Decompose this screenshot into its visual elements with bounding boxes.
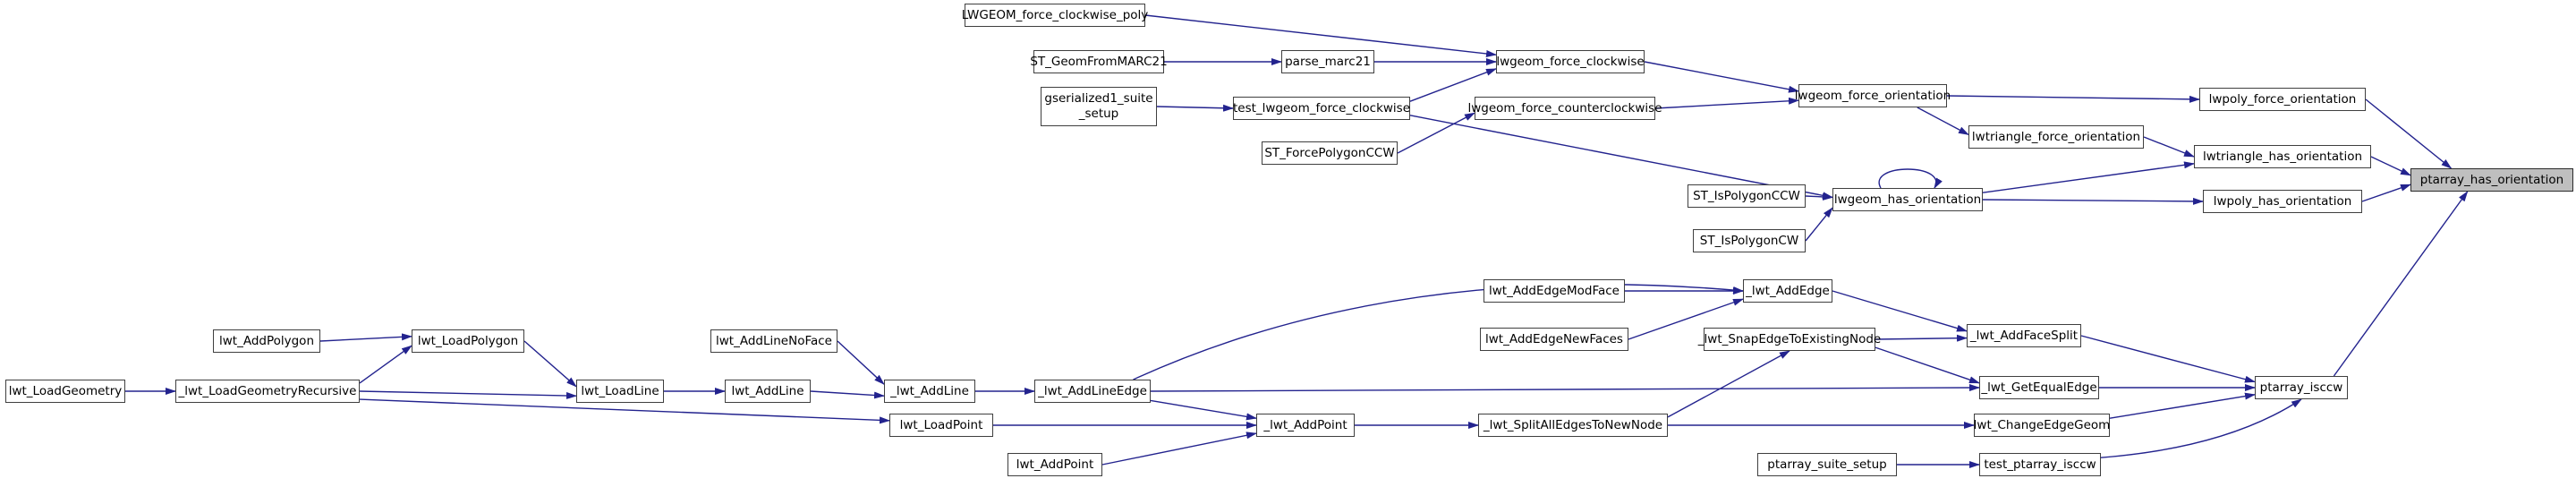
edge-_lwt_SnapEdgeToExistingNode-to-_lwt_GetEqualEdge: [1875, 346, 1980, 384]
edge-lwpoly_has_orientation-to-ptarray_has_orientation: [2361, 184, 2411, 202]
graph-node-lwt_AddPoint[interactable]: lwt_AddPoint: [1007, 453, 1102, 476]
graph-node-lwt_AddEdgeModFace[interactable]: lwt_AddEdgeModFace: [1484, 279, 1625, 303]
edge-lwt_AddPolygon-to-lwt_LoadPolygon: [319, 333, 412, 342]
edge-lwt_LoadPolygon-to-lwt_LoadLine: [523, 340, 577, 388]
edge-lwtriangle_has_orientation-to-ptarray_has_orientation: [2370, 156, 2411, 176]
edge-_lwt_AddLineEdge-to-_lwt_AddEdge: [1133, 284, 1744, 380]
graph-node-lwgeom_force_counterclockwise[interactable]: lwgeom_force_counterclockwise: [1467, 97, 1662, 120]
graph-node-_lwt_AddLineEdge[interactable]: _lwt_AddLineEdge: [1034, 380, 1151, 403]
edge-lwgeom_has_orientation-to-lwgeom_has_orientation: [1878, 168, 1943, 189]
graph-node-lwt_ChangeEdgeGeom[interactable]: lwt_ChangeEdgeGeom: [1974, 414, 2110, 437]
edge-ptarray_isccw-to-ptarray_has_orientation: [2333, 191, 2469, 377]
edge-_lwt_SnapEdgeToExistingNode-to-_lwt_AddFaceSplit: [1875, 334, 1968, 342]
edge-_lwt_AddLineEdge-to-_lwt_AddPoint: [1150, 399, 1257, 421]
edge-lwgeom_force_counterclockwise-to-lwgeom_force_orientation: [1654, 97, 1799, 109]
graph-node-_lwt_AddEdge[interactable]: _lwt_AddEdge: [1743, 279, 1832, 303]
graph-node-lwpoly_force_orientation[interactable]: lwpoly_force_orientation: [2199, 88, 2366, 111]
edge-LWGEOM_force_clockwise_poly-to-lwgeom_force_clockwise: [1144, 14, 1497, 57]
graph-node-ST_IsPolygonCCW[interactable]: ST_IsPolygonCCW: [1688, 184, 1806, 208]
graph-node-LWGEOM_force_clockwise_poly[interactable]: LWGEOM_force_clockwise_poly: [962, 4, 1148, 27]
edge-lwgeom_force_orientation-to-lwpoly_force_orientation: [1946, 95, 2200, 103]
edge-_lwt_AddFaceSplit-to-ptarray_isccw: [2080, 335, 2256, 383]
graph-node-lwtriangle_has_orientation[interactable]: lwtriangle_has_orientation: [2194, 145, 2371, 168]
edge-_lwt_SplitAllEdgesToNewNode-to-_lwt_SnapEdgeToExistingNode: [1667, 350, 1790, 418]
graph-node-lwt_LoadPolygon[interactable]: lwt_LoadPolygon: [412, 329, 524, 353]
graph-node-lwt_LoadPoint[interactable]: lwt_LoadPoint: [889, 414, 993, 437]
edge-lwt_ChangeEdgeGeom-to-ptarray_isccw: [2109, 392, 2256, 419]
graph-node-ST_IsPolygonCW[interactable]: ST_IsPolygonCW: [1693, 229, 1806, 252]
graph-node-lwt_AddLine[interactable]: lwt_AddLine: [725, 380, 811, 403]
edge-lwt_AddLineNoFace-to-_lwt_AddLine: [837, 340, 885, 385]
graph-node-parse_marc21[interactable]: parse_marc21: [1281, 50, 1374, 73]
edge-ST_IsPolygonCW-to-lwgeom_has_orientation: [1805, 207, 1833, 242]
edge-lwgeom_force_clockwise-to-lwgeom_force_orientation: [1644, 61, 1799, 93]
graph-node-_lwt_AddLine[interactable]: _lwt_AddLine: [884, 380, 975, 403]
graph-node-lwpoly_has_orientation[interactable]: lwpoly_has_orientation: [2203, 190, 2362, 213]
edge-_lwt_LoadGeometryRecursive-to-lwt_LoadPolygon: [359, 345, 412, 384]
edge-_lwt_AddLineEdge-to-_lwt_GetEqualEdge: [1150, 384, 1980, 392]
graph-node-ST_ForcePolygonCCW[interactable]: ST_ForcePolygonCCW: [1262, 141, 1398, 165]
edge-lwgeom_force_orientation-to-lwtriangle_force_orientation: [1917, 107, 1969, 136]
graph-node-lwt_LoadLine[interactable]: lwt_LoadLine: [576, 380, 664, 403]
graph-node-lwtriangle_force_orientation[interactable]: lwtriangle_force_orientation: [1968, 125, 2144, 149]
graph-node-ptarray_has_orientation[interactable]: ptarray_has_orientation: [2410, 168, 2573, 192]
graph-node-lwgeom_force_clockwise[interactable]: lwgeom_force_clockwise: [1496, 50, 1645, 73]
graph-node-lwgeom_force_orientation[interactable]: lwgeom_force_orientation: [1795, 84, 1951, 107]
edge-lwtriangle_force_orientation-to-lwtriangle_has_orientation: [2143, 136, 2195, 158]
graph-node-_lwt_AddFaceSplit[interactable]: _lwt_AddFaceSplit: [1967, 324, 2081, 347]
edge-_lwt_AddEdge-to-_lwt_AddFaceSplit: [1832, 290, 1968, 332]
edge-lwt_AddPoint-to-_lwt_AddPoint: [1101, 431, 1257, 466]
graph-node-ptarray_isccw[interactable]: ptarray_isccw: [2255, 376, 2348, 399]
edge-lwpoly_force_orientation-to-ptarray_has_orientation: [2365, 98, 2453, 169]
graph-node-test_lwgeom_force_clockwise[interactable]: test_lwgeom_force_clockwise: [1233, 97, 1410, 120]
graph-node-ptarray_suite_setup[interactable]: ptarray_suite_setup: [1757, 453, 1897, 476]
graph-node-lwt_AddPolygon[interactable]: lwt_AddPolygon: [213, 329, 320, 353]
graph-node-_lwt_GetEqualEdge[interactable]: _lwt_GetEqualEdge: [1979, 376, 2099, 399]
edge-gserialized1_suite_setup-to-test_lwgeom_force_clockwise: [1156, 104, 1234, 112]
graph-node-_lwt_LoadGeometryRecursive[interactable]: _lwt_LoadGeometryRecursive: [175, 380, 360, 403]
edge-lwt_AddLine-to-_lwt_AddLine: [810, 390, 885, 399]
edge-test_ptarray_isccw-to-ptarray_isccw: [2100, 398, 2302, 458]
edge-lwgeom_has_orientation-to-lwpoly_has_orientation: [1982, 197, 2204, 205]
graph-node-_lwt_SnapEdgeToExistingNode[interactable]: _lwt_SnapEdgeToExistingNode: [1698, 328, 1881, 351]
graph-node-ST_GeomFromMARC21[interactable]: ST_GeomFromMARC21: [1030, 50, 1168, 73]
graph-node-lwt_AddEdgeNewFaces[interactable]: lwt_AddEdgeNewFaces: [1480, 328, 1628, 351]
edge-lwgeom_has_orientation-to-lwtriangle_has_orientation: [1982, 161, 2195, 193]
graph-node-lwgeom_has_orientation[interactable]: lwgeom_has_orientation: [1832, 188, 1983, 211]
graph-node-lwt_AddLineNoFace[interactable]: lwt_AddLineNoFace: [710, 329, 837, 353]
graph-node-gserialized1_suite_setup[interactable]: gserialized1_suite _setup: [1041, 87, 1157, 126]
edge-ST_IsPolygonCCW-to-lwgeom_has_orientation: [1805, 192, 1833, 201]
graph-node-_lwt_SplitAllEdgesToNewNode[interactable]: _lwt_SplitAllEdgesToNewNode: [1478, 414, 1668, 437]
edge-_lwt_LoadGeometryRecursive-to-lwt_LoadLine: [359, 390, 577, 399]
graph-node-test_ptarray_isccw[interactable]: test_ptarray_isccw: [1979, 453, 2101, 476]
graph-node-lwt_LoadGeometry[interactable]: lwt_LoadGeometry: [5, 380, 125, 403]
graph-node-_lwt_AddPoint[interactable]: _lwt_AddPoint: [1256, 414, 1355, 437]
